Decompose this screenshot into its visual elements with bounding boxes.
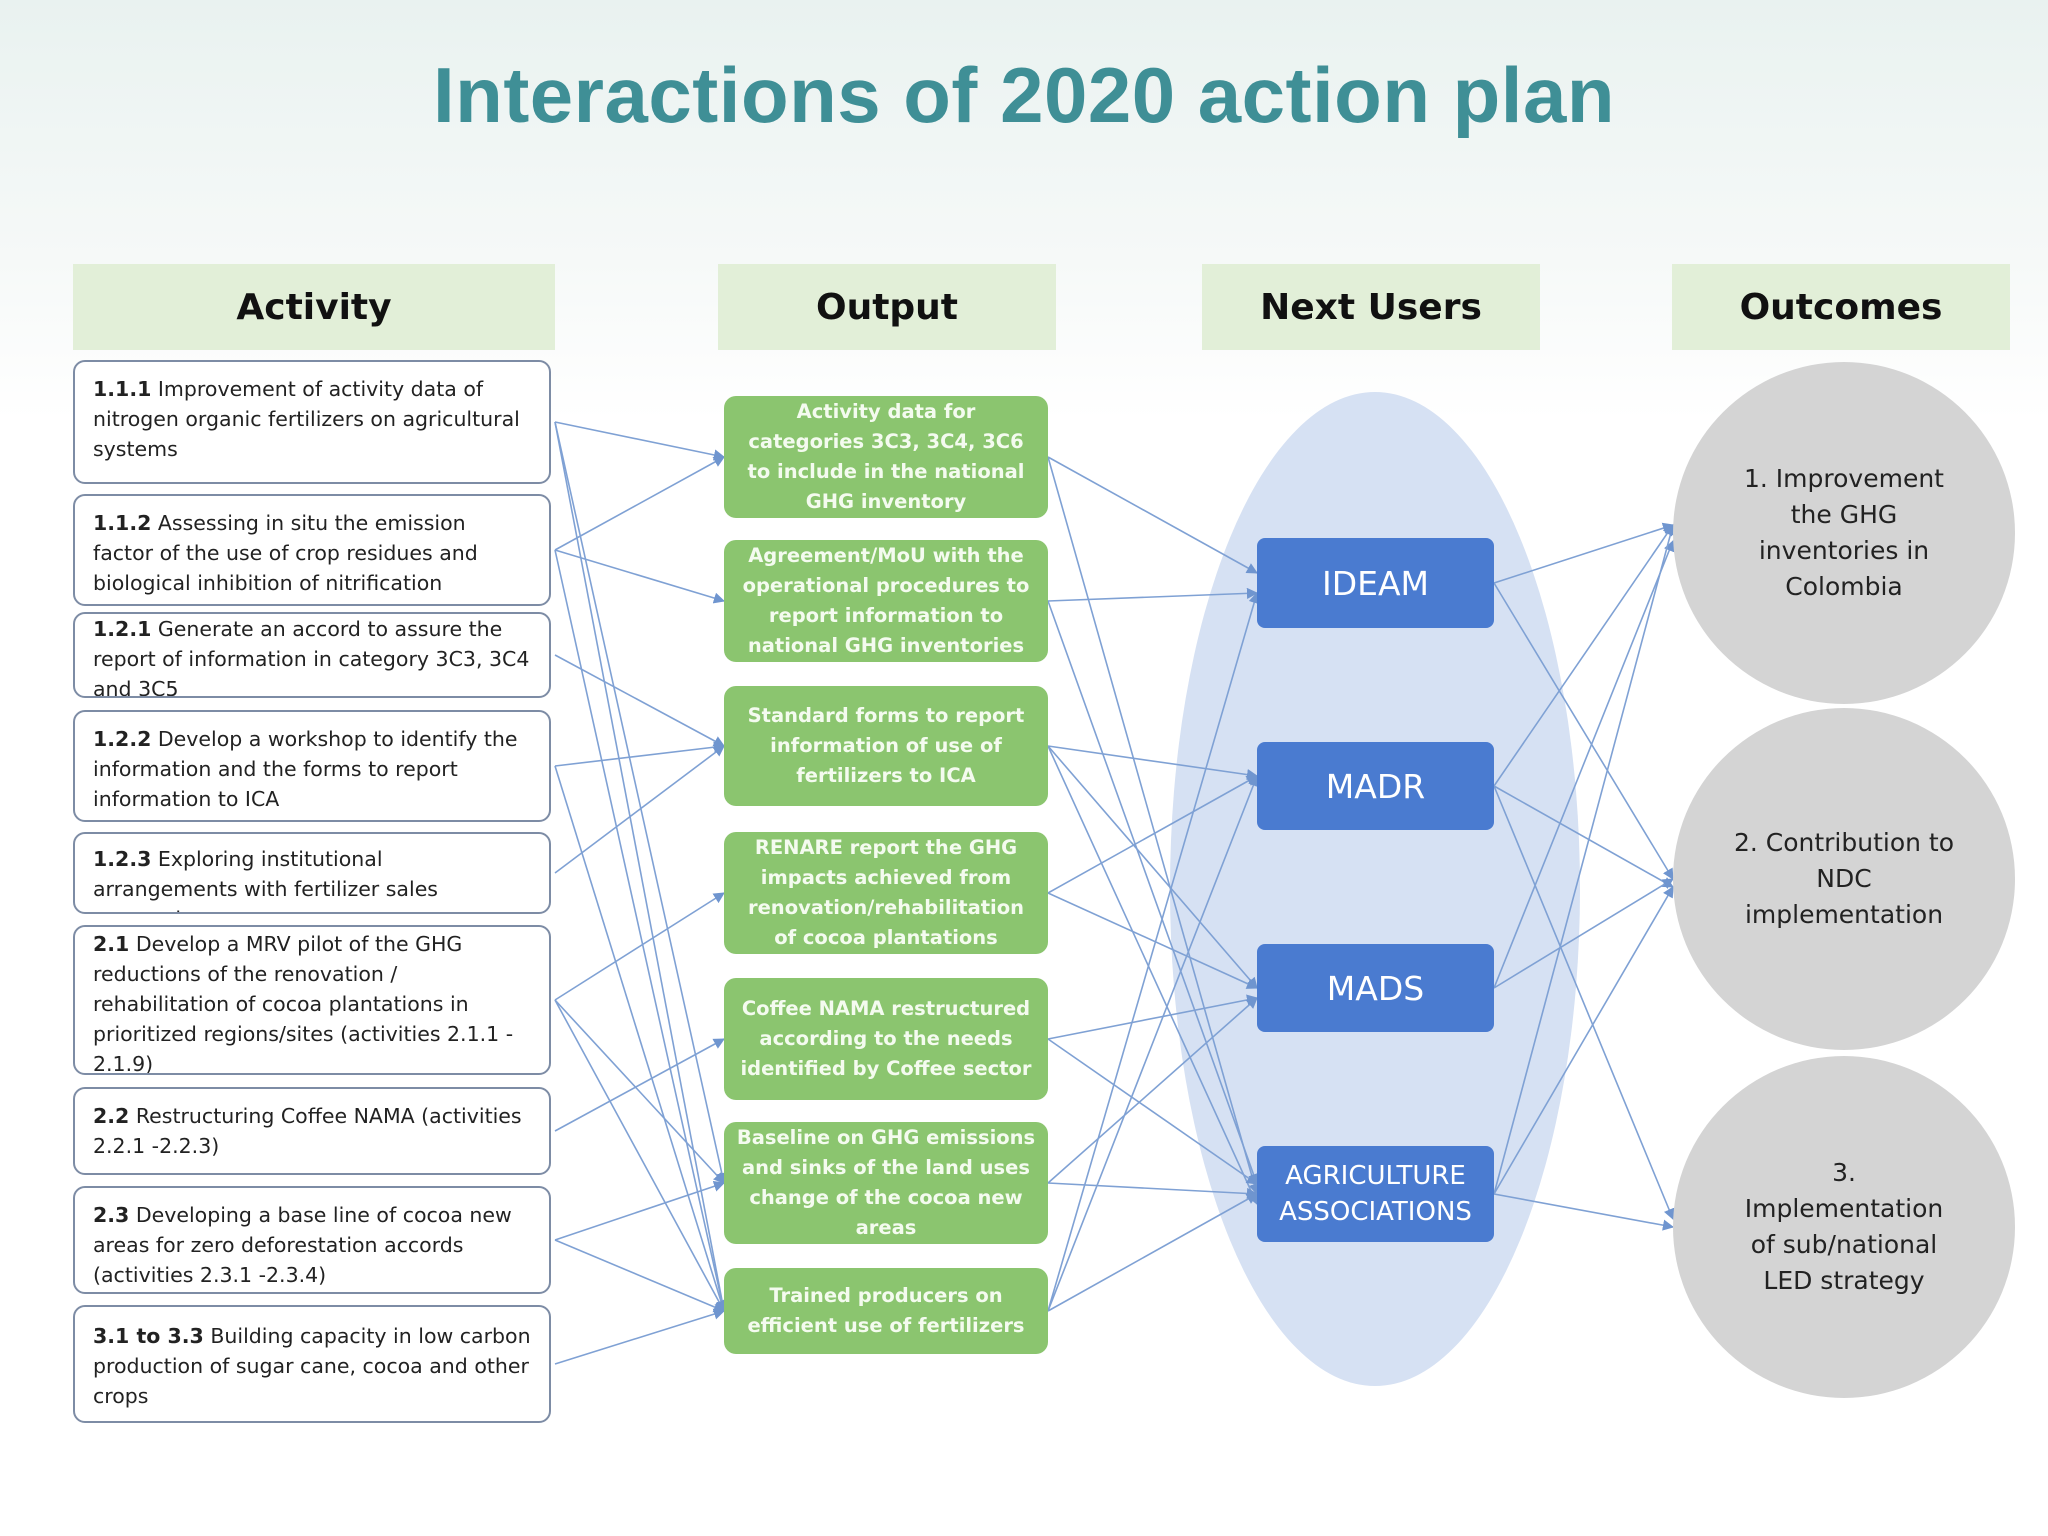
activity-code: 1.2.1 <box>93 617 152 641</box>
activity-output-link <box>554 1180 726 1241</box>
outcome-ndc-implementation: 2. Contribution to NDC implementation <box>1673 708 2015 1050</box>
activity-output-link <box>554 1239 726 1313</box>
output-activity-data: Activity data for categories 3C3, 3C4, 3… <box>724 396 1048 518</box>
user-outcome-link <box>1493 522 1675 584</box>
output-user-link <box>1047 745 1259 781</box>
user-outcome-link <box>1493 523 1676 1195</box>
activity-output-link <box>554 654 725 747</box>
user-outcome-link <box>1493 785 1675 1221</box>
activity-code: 2.1 <box>93 932 130 956</box>
output-user-link <box>1047 1182 1259 1200</box>
activity-text: Generate an accord to assure the report … <box>93 617 530 698</box>
header-outcomes: Outcomes <box>1672 264 2010 350</box>
activity-output-link <box>554 1308 726 1365</box>
user-agriculture-associations: AGRICULTURE ASSOCIATIONS <box>1257 1146 1494 1242</box>
activity-1-2-1: 1.2.1 Generate an accord to assure the r… <box>73 612 551 698</box>
activity-output-link <box>554 456 725 551</box>
activity-code: 3.1 to 3.3 <box>93 1324 204 1348</box>
activity-text: Developing a base line of cocoa new area… <box>93 1203 512 1287</box>
activity-3-1-to-3-3: 3.1 to 3.3 Building capacity in low carb… <box>73 1305 551 1423</box>
user-outcome-link <box>1493 785 1674 888</box>
activity-output-link <box>554 421 726 461</box>
activity-code: 1.1.1 <box>93 377 152 401</box>
activity-2-1: 2.1 Develop a MRV pilot of the GHG reduc… <box>73 925 551 1075</box>
activity-output-link <box>554 549 728 1313</box>
user-outcome-link <box>1493 886 1674 1195</box>
user-outcome-link <box>1493 1193 1675 1231</box>
activity-1-1-1: 1.1.1 Improvement of activity data of ni… <box>73 360 551 484</box>
activity-text: Building capacity in low carbon producti… <box>93 1324 531 1408</box>
user-madr: MADR <box>1257 742 1494 830</box>
output-user-link <box>1047 745 1258 1206</box>
output-trained-producers: Trained producers on efficient use of fe… <box>724 1268 1048 1354</box>
activity-1-2-3: 1.2.3 Exploring institutional arrangemen… <box>73 832 551 914</box>
header-output: Output <box>718 264 1056 350</box>
user-outcome-link <box>1493 878 1674 989</box>
output-standard-forms: Standard forms to report information of … <box>724 686 1048 806</box>
activity-output-link <box>554 745 725 874</box>
activity-code: 2.3 <box>93 1203 130 1227</box>
activity-text: Improvement of activity data of nitrogen… <box>93 377 520 461</box>
user-outcome-link <box>1493 524 1674 787</box>
activity-code: 1.2.3 <box>93 847 152 871</box>
activity-output-link <box>554 421 728 1185</box>
outcome-led-strategy: 3. Implementation of sub/national LED st… <box>1673 1056 2015 1398</box>
output-user-link <box>1047 600 1259 1186</box>
user-mads: MADS <box>1257 944 1494 1032</box>
activity-text: Develop a workshop to identify the infor… <box>93 727 518 811</box>
activity-2-3: 2.3 Developing a base line of cocoa new … <box>73 1186 551 1294</box>
activity-text: Develop a MRV pilot of the GHG reduction… <box>93 932 514 1075</box>
activity-code: 1.2.2 <box>93 727 152 751</box>
output-user-link <box>1047 775 1258 894</box>
activity-output-link <box>554 765 727 1313</box>
activity-output-link <box>554 421 728 1313</box>
activity-2-2: 2.2 Restructuring Coffee NAMA (activitie… <box>73 1087 551 1175</box>
activity-output-link <box>554 1038 725 1132</box>
output-user-link <box>1047 997 1258 1184</box>
activity-text: Assessing in situ the emission factor of… <box>93 511 478 595</box>
output-user-link <box>1047 1038 1258 1185</box>
output-coffee-nama: Coffee NAMA restructured according to th… <box>724 978 1048 1100</box>
output-user-link <box>1047 892 1259 989</box>
activity-code: 2.2 <box>93 1104 130 1128</box>
activity-output-link <box>554 549 726 604</box>
activity-text: Exploring institutional arrangements wit… <box>93 847 438 912</box>
output-user-link <box>1047 994 1259 1040</box>
user-ideam: IDEAM <box>1257 538 1494 628</box>
header-activity: Activity <box>73 264 555 350</box>
page-title: Interactions of 2020 action plan <box>433 51 1615 139</box>
output-user-link <box>1047 1193 1258 1312</box>
activity-output-link <box>554 999 725 1312</box>
output-user-link <box>1047 456 1258 574</box>
activity-code: 1.1.2 <box>93 511 152 535</box>
output-user-link <box>1047 745 1258 989</box>
output-user-link <box>1047 774 1259 1312</box>
activity-output-link <box>554 892 725 1001</box>
user-outcome-link <box>1493 539 1675 989</box>
output-baseline-ghg: Baseline on GHG emissions and sinks of t… <box>724 1122 1048 1244</box>
outcome-ghg-inventories: 1. Improvement the GHG inventories in Co… <box>1673 362 2015 704</box>
activity-1-2-2: 1.2.2 Develop a workshop to identify the… <box>73 710 551 822</box>
output-user-link <box>1047 456 1260 1196</box>
activity-text: Restructuring Coffee NAMA (activities 2.… <box>93 1104 522 1158</box>
header-next-users: Next Users <box>1202 264 1540 350</box>
output-renare-report: RENARE report the GHG impacts achieved f… <box>724 832 1048 954</box>
output-user-link <box>1047 591 1260 1312</box>
activity-output-link <box>554 741 726 767</box>
activity-output-link <box>554 999 725 1184</box>
activity-1-1-2: 1.1.2 Assessing in situ the emission fac… <box>73 494 551 606</box>
output-agreement-mou: Agreement/MoU with the operational proce… <box>724 540 1048 662</box>
user-outcome-link <box>1493 582 1674 880</box>
output-user-link <box>1047 587 1259 602</box>
